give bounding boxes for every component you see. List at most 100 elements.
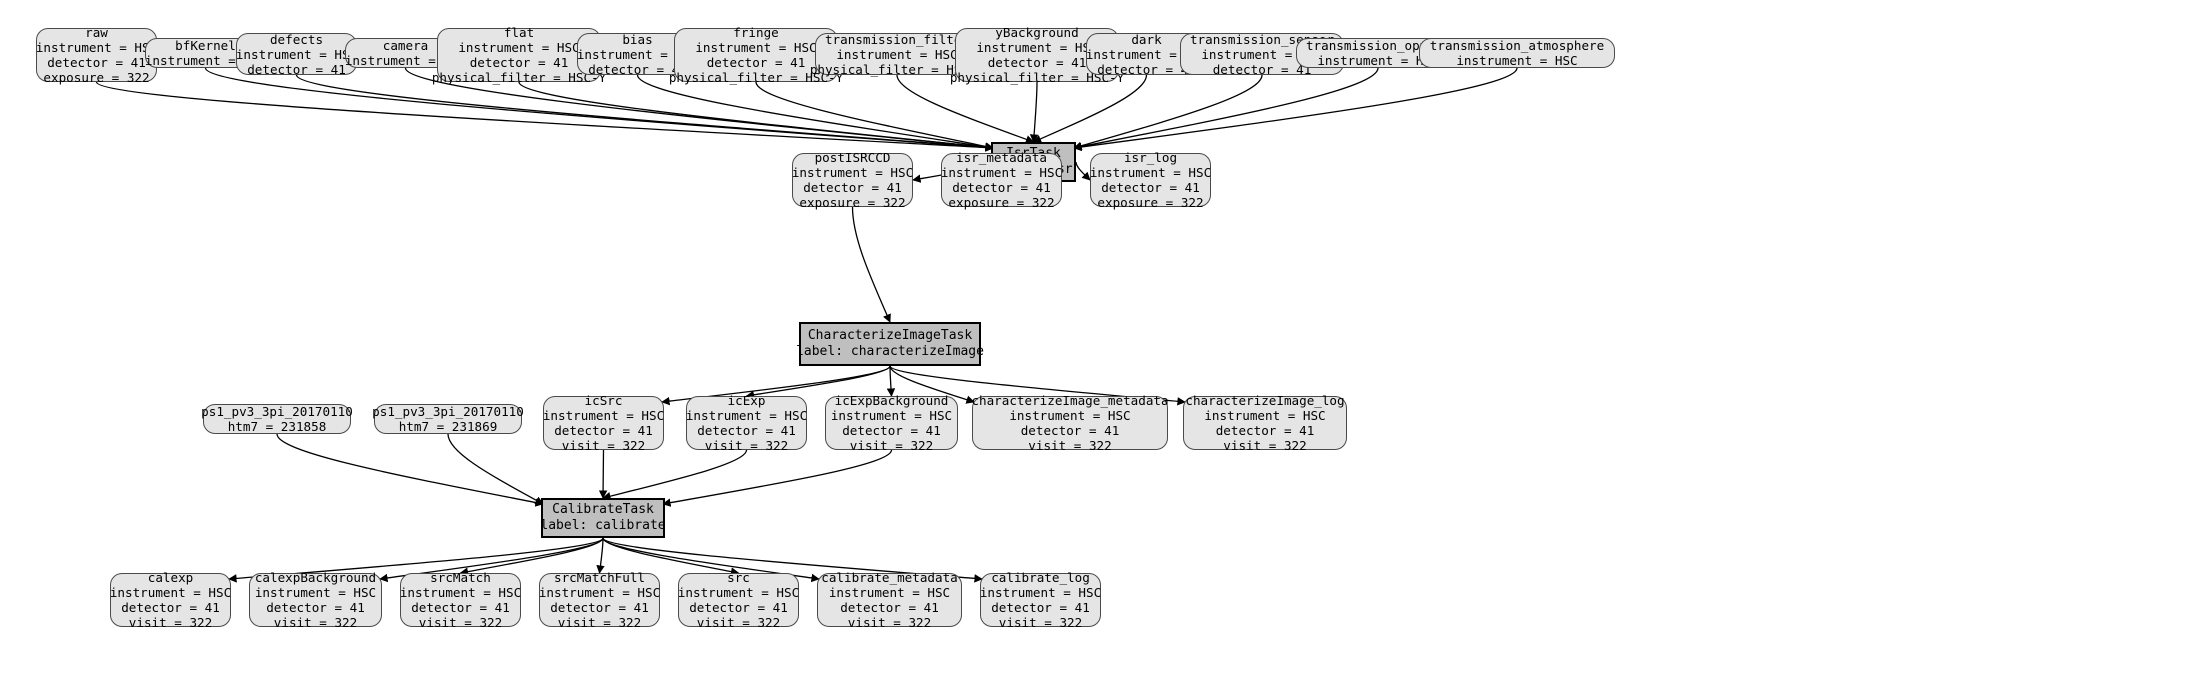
node-line: icExp: [727, 393, 766, 408]
node-line: detector = 41: [1215, 423, 1315, 438]
node-line: detector = 41: [952, 180, 1051, 195]
node-line: detector = 41: [689, 600, 788, 615]
node-line: instrument = HSC: [695, 40, 817, 55]
node-line: label: calibrate: [540, 518, 666, 533]
edge-CalibrateTask-to-src: [602, 537, 740, 576]
node-line: srcMatch: [430, 570, 491, 585]
node-line: detector = 41: [803, 180, 902, 195]
node-line: exposure = 322: [43, 70, 150, 85]
edge-transmission_sensor-to-IsrTask: [1073, 74, 1263, 150]
edge-CalibrateTask-to-srcMatchFull: [596, 537, 605, 574]
node-line: visit = 322: [418, 615, 503, 630]
node-line: icExpBackground: [834, 393, 949, 408]
node-line: instrument = HSC: [458, 40, 580, 55]
node-line: detector = 41: [411, 600, 510, 615]
node-line: fringe: [733, 25, 779, 40]
node-line: flat: [503, 25, 535, 40]
node-line: instrument = HSC: [830, 408, 953, 423]
node-line: visit = 322: [696, 615, 781, 630]
edge-fringe-to-IsrTask: [755, 81, 994, 151]
node-line: visit = 322: [557, 615, 642, 630]
node-line: src: [727, 570, 750, 585]
node-line: detector = 41: [1101, 180, 1200, 195]
edge-postISRCCD-to-CharacterizeImageTask: [851, 206, 891, 323]
node-line: instrument = HSC: [1204, 408, 1326, 423]
node-line: CalibrateTask: [552, 502, 654, 517]
node-line: detector = 41: [991, 600, 1090, 615]
node-line: characterizeImage_metadata: [971, 393, 1169, 408]
node-line: detector = 41: [987, 55, 1087, 70]
node-line: transmission_atmosphere: [1429, 38, 1605, 53]
edge-raw-to-IsrTask: [95, 81, 994, 152]
node-line: transmission_optics: [1305, 38, 1451, 53]
node-line: detector = 41: [840, 600, 939, 615]
node-line: visit = 322: [1223, 438, 1307, 453]
node-line: detector = 41: [266, 600, 365, 615]
node-line: transmission_filter: [824, 31, 970, 47]
node-line: instrument = HSC: [677, 585, 800, 600]
node-line: dark: [1131, 31, 1162, 47]
edge-CharacterizeImageTask-to-icExp: [745, 365, 891, 399]
node-line: calibrate_metadata: [821, 570, 958, 585]
node-line: instrument = HSC: [1089, 165, 1212, 180]
node-line: detector = 41: [554, 423, 653, 438]
node-line: instrument = HSC: [940, 165, 1063, 180]
node-line: camera: [382, 38, 429, 53]
node-line: exposure = 322: [1097, 195, 1204, 210]
node-line: physical_filter = HSC-Y: [431, 70, 607, 85]
node-line: instrument = HSC: [1009, 408, 1131, 423]
edge-yBackground-to-IsrTask: [1029, 81, 1039, 143]
node-line: instrument = HSC: [538, 585, 661, 600]
node-line: detector = 41: [1020, 423, 1120, 438]
node-line: instrument = HSC: [254, 585, 377, 600]
edge-CalibrateTask-to-srcMatch: [459, 537, 604, 576]
node-line: detector = 41: [47, 55, 146, 70]
node-line: visit = 322: [561, 438, 646, 453]
node-line: instrument = HSC: [836, 46, 958, 62]
node-line: defects: [269, 31, 324, 47]
node-line: instrument = HSC: [235, 46, 358, 62]
edge-icExp-to-CalibrateTask: [602, 449, 748, 501]
edge-ps1_231869-to-CalibrateTask: [447, 433, 544, 505]
node-line: icSrc: [584, 393, 623, 408]
edge-transmission_atmosphere-to-IsrTask: [1073, 67, 1518, 152]
node-line: calexpBackground: [254, 570, 377, 585]
edge-icExpBackground-to-CalibrateTask: [662, 449, 893, 507]
node-line: detector = 41: [247, 61, 346, 77]
node-line: detector = 41: [842, 423, 941, 438]
edge-defects-to-IsrTask: [295, 74, 994, 152]
node-line: instrument = HSC: [685, 408, 808, 423]
edge-ps1_231858-to-CalibrateTask: [276, 433, 544, 507]
node-line: instrument = HSC: [979, 585, 1102, 600]
node-line: detector = 41: [697, 423, 796, 438]
node-line: detector = 41: [469, 55, 569, 70]
node-line: instrument = HSC: [399, 585, 522, 600]
node-line: visit = 322: [273, 615, 358, 630]
node-line: visit = 322: [847, 615, 932, 630]
edge-IsrTask-to-isr_log: [1075, 161, 1091, 181]
node-line: instrument = HSC: [1456, 53, 1578, 68]
